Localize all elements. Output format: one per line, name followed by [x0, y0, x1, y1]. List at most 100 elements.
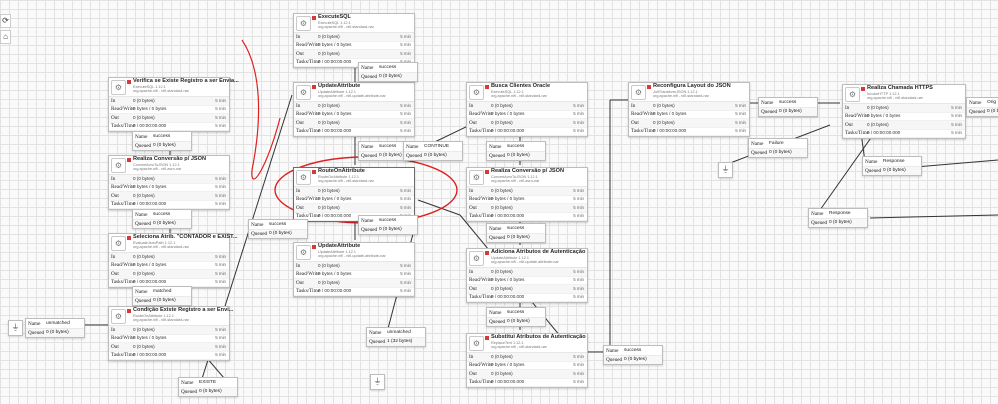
connection-queued: 0 (0 bytes)	[379, 227, 402, 233]
processor-p3[interactable]: ⚙Seleciona Atrib. "CONTADOR e EXIST...Ev…	[108, 233, 238, 289]
stat-window: 5 min	[573, 102, 584, 108]
fit-icon[interactable]: ⌂	[0, 30, 11, 44]
stat-label: Out	[296, 50, 304, 57]
processor-type: UpdateAttribute 1.12.1	[491, 256, 529, 260]
processor-p4[interactable]: ⚙Condição Existe Registro a ser Envi...R…	[108, 306, 233, 362]
connection-name: unmatched	[387, 329, 411, 335]
connection-queued-label: Queued	[489, 153, 506, 160]
stat-value: 0 / 00:00:00.000	[653, 128, 687, 134]
stat-window: 5 min	[573, 370, 584, 376]
stat-window: 5 min	[951, 121, 962, 127]
stat-value: 0 / 00:00:00.000	[133, 123, 167, 129]
stat-label: In	[296, 187, 301, 194]
stat-window: 5 min	[215, 106, 226, 112]
stat-value: 0 / 00:00:00.000	[491, 213, 525, 219]
stat-value: 0 (0 bytes)	[133, 253, 155, 259]
stat-label: Tasks/Time	[111, 279, 135, 286]
stat-value: 0 (0 bytes)	[318, 102, 340, 108]
refresh-icon[interactable]: ⟳	[0, 14, 11, 28]
connection-name: unmatched	[46, 320, 70, 326]
processor-p1[interactable]: ⚙Verifica se Existe Registro a ser Envia…	[108, 77, 239, 133]
stat-label: Read/Write	[111, 335, 135, 342]
stat-label: Read/Write	[469, 111, 493, 118]
stat-window: 5 min	[400, 279, 411, 285]
stat-value: 0 bytes / 0 bytes	[491, 277, 525, 283]
connection-name: success	[507, 143, 525, 149]
stat-label: Out	[469, 285, 477, 292]
stat-label: Read/Write	[111, 106, 135, 113]
stat-label: Read/Write	[469, 362, 493, 369]
stat-label: Tasks/Time	[296, 213, 320, 220]
connection-name: EXISTE	[199, 379, 217, 385]
funnel-icon[interactable]: ⏚	[8, 320, 23, 336]
stat-value: 0 (0 bytes)	[867, 104, 889, 110]
processor-icon: ⚙	[469, 170, 484, 185]
stat-window: 5 min	[215, 253, 226, 259]
stat-label: In	[111, 326, 116, 333]
funnel-icon[interactable]: ⏚	[370, 374, 385, 390]
stopped-icon	[485, 170, 489, 174]
connection-queued: 0 (0 b	[987, 109, 998, 115]
connection-queued: 1 (32 bytes)	[387, 339, 413, 345]
stat-value: 0 bytes / 0 bytes	[867, 113, 901, 119]
stat-window: 5 min	[215, 192, 226, 198]
connection-name: CONTINUE	[424, 143, 450, 149]
stat-label: Read/Write	[296, 111, 320, 118]
stat-window: 5 min	[951, 104, 962, 110]
processor-icon: ⚙	[631, 85, 646, 100]
connection-queued-label: Queued	[135, 221, 152, 228]
stat-window: 5 min	[215, 343, 226, 349]
processor-icon: ⚙	[296, 170, 311, 185]
funnel-icon[interactable]: ⏚	[718, 162, 733, 178]
stat-value: 0 / 00:00:00.000	[318, 288, 352, 294]
stat-label: In	[296, 33, 301, 40]
stat-label: Tasks/Time	[111, 123, 135, 130]
stat-label: Out	[845, 121, 853, 128]
connection-queued: 0 (0 bytes)	[507, 319, 530, 325]
stat-value: 0 bytes / 0 bytes	[491, 111, 525, 117]
